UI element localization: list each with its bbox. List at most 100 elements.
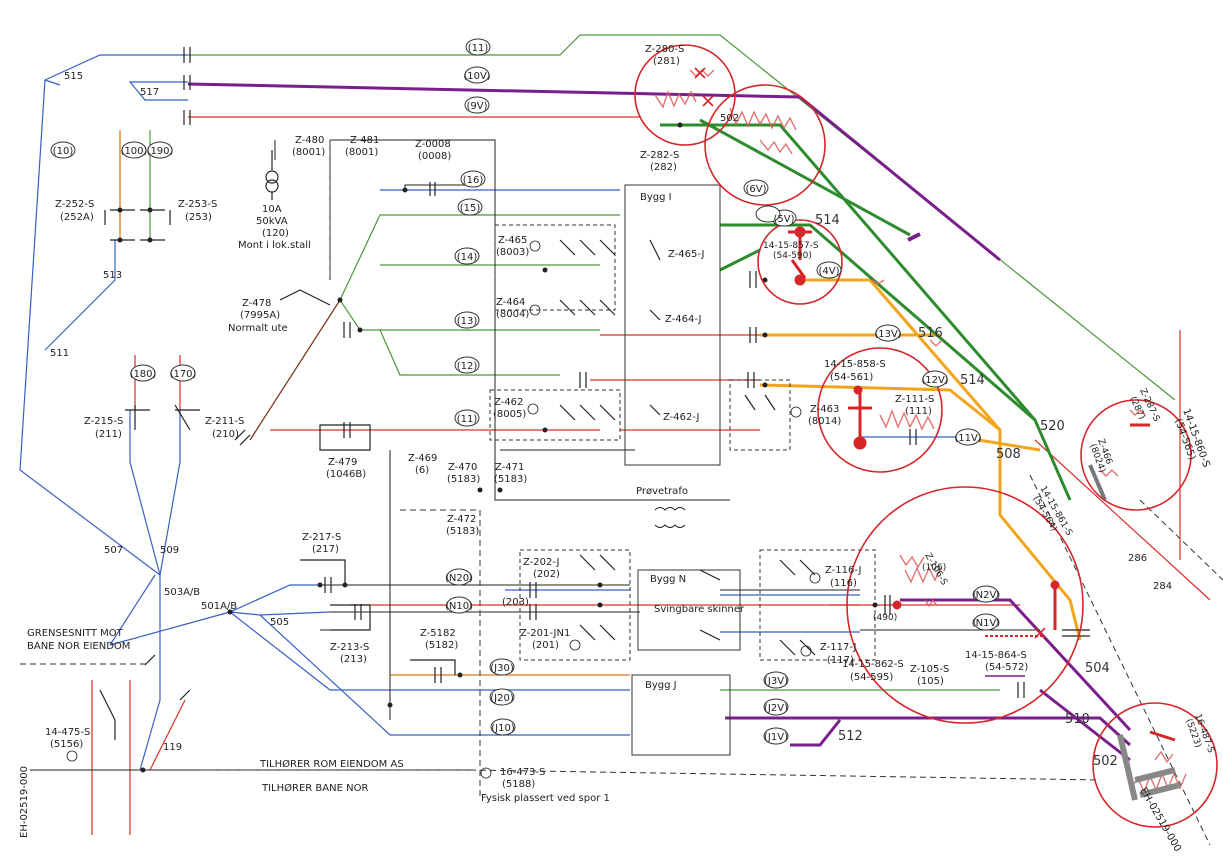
switch-label: (7995A) [240,310,280,321]
track-label: (10V) [463,71,490,82]
node-label: 516 [918,326,943,341]
switch-label: Z-464-J [665,314,701,325]
switch-label: Z-469 [408,453,437,464]
switch-label: (0008) [418,151,451,162]
switch-label: Z-213-S [330,642,369,653]
provetrafo-icon [630,499,690,528]
switch-label: (5188) [502,779,535,790]
switch-label: 14-15-857-S [763,241,819,251]
switch-label: (54-590) [773,251,812,261]
switch-label: Z-201-JN1 [520,628,570,639]
switch-label: 16-473-S [500,767,545,778]
node-label: 517 [140,87,159,98]
switch-label: (8004) [496,309,529,320]
switch-label: (8014) [808,416,841,427]
red-scribbles [654,69,1187,794]
track-label: (J1V) [764,732,788,743]
green-lines [149,34,1176,691]
switch-label: (282) [650,162,677,173]
switch-label: (253) [185,212,212,223]
switch-label: (210) [212,429,239,440]
switch-label: (105) [917,676,944,687]
switch-label: (5182) [425,640,458,651]
switch-label: (116) [830,578,857,589]
switch-label: Z-478 [242,298,271,309]
track-label: (J10) [491,723,515,734]
switch-label: (202) [533,569,560,580]
switch-label: Z-480 [295,135,324,146]
switch-label: Z-117-J [820,642,856,653]
motor-icons [66,240,821,779]
track-label: (11) [468,43,489,54]
switch-label: Z-253-S [178,199,217,210]
junction-dots [117,122,878,773]
track-label: (11) [457,414,478,425]
switch-label: Z-465 [498,235,527,246]
red-markup-symbols [788,226,1176,742]
switch-label: Fysisk plassert ved spor 1 [481,793,610,804]
track-label: (J3V) [764,676,788,687]
switch-label: Z-280-S [645,44,684,55]
node-label: 520 [1040,419,1065,434]
track-label: (5V) [773,214,794,225]
switch-label: Z-481 [350,135,379,146]
switch-label: Z-211-S [205,416,244,427]
switch-label: (8003) [496,247,529,258]
cross-marks [694,67,1046,639]
switch-label: Z-202-J [523,557,559,568]
transformer-label: (120) [262,228,289,239]
switch-label: 14-15-858-S [824,359,886,370]
switch-label: (54-595) [850,672,893,683]
node-label: 503A/B [164,587,200,598]
node-label: 501A/B [201,601,237,612]
switch-label: 14-15-864-S [965,650,1027,661]
track-label: (N2V) [972,590,1001,601]
track-label: (J20) [490,693,514,704]
switch-label: Z-252-S [55,199,94,210]
switch-label: Z-282-S [640,150,679,161]
track-label: (13V) [874,329,901,340]
switch-label: Z-479 [328,457,357,468]
boundary-label: EH-02519-000 [1137,786,1183,854]
switch-label: 14-475-S [45,727,90,738]
switch-label: Z-116-J [825,565,861,576]
track-label: (J30) [490,663,514,674]
node-label: 513 [103,270,122,281]
transformer-label: 10A [262,204,282,215]
switch-label: Z-472 [447,514,476,525]
switch-label: (5183) [447,474,480,485]
node-label: 511 [50,348,69,359]
dashed-lines [20,140,1223,846]
boundary-label: EH-02519-000 [19,766,30,838]
switch-label: (281) [653,56,680,67]
track-label: (N1V) [972,618,1001,629]
switch-label: (54-561) [830,372,873,383]
track-label: (10) [53,146,74,157]
switch-label: 14-15-862-S [842,659,904,670]
grey-bar-2 [1088,464,1107,501]
switch-label: (54-572) [985,662,1028,673]
node-label: 515 [64,71,83,82]
node-label: 502 [720,113,739,124]
track-label: (180) [130,369,157,380]
node-label: 509 [160,545,179,556]
switch-label: (201) [532,640,559,651]
building-texts: Bygg I Bygg N Svingbare skinner Bygg J P… [636,192,745,691]
track-label: (N20) [445,573,473,584]
track-label: (170) [170,369,197,380]
transformer-label: 50kVA [256,216,288,227]
switch-label: Z-217-S [302,532,341,543]
building-label: Prøvetrafo [636,486,688,497]
switch-label: (213) [340,654,367,665]
node-label: 508 [996,447,1021,462]
switch-label: (5183) [494,474,527,485]
track-label-ovals [50,38,999,745]
track-label: (15) [460,203,481,214]
building-label: Svingbare skinner [654,604,745,615]
switch-label: (203) [502,597,529,608]
switch-label: (111) [905,406,932,417]
node-label: 514 [960,373,985,388]
node-label: 286 [1128,553,1147,564]
boundary-label: TILHØRER BANE NOR [261,782,368,794]
